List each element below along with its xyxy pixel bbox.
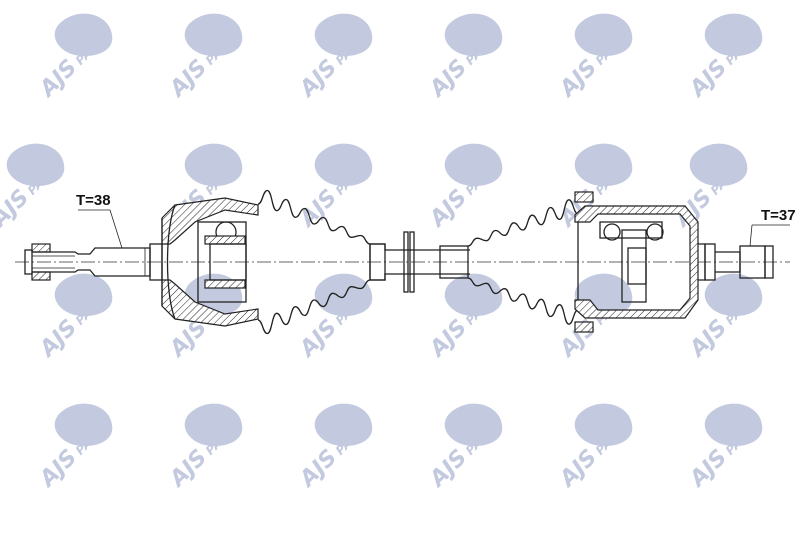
- ajs-parts-watermark: AJSPARTS: [164, 13, 245, 103]
- ajs-logo-mark: [704, 273, 763, 317]
- left-teeth-label: T=38: [76, 192, 111, 209]
- ajs-logo-mark: [444, 13, 503, 57]
- ajs-parts-watermark: AJSPARTS: [294, 403, 375, 493]
- ajs-logo-mark: [314, 403, 373, 447]
- ajs-parts-watermark: AJSPARTS: [34, 403, 115, 493]
- inner-tripod-joint: [574, 191, 699, 333]
- ajs-parts-watermark: AJSPARTS: [34, 13, 115, 103]
- ajs-logo-mark: [689, 143, 748, 187]
- ajs-parts-watermark: AJSPARTS: [684, 403, 765, 493]
- ajs-parts-watermark: AJSPARTS: [424, 403, 505, 493]
- ajs-logo-mark: [574, 403, 633, 447]
- ajs-logo-mark: [314, 13, 373, 57]
- ajs-parts-watermark: AJSPARTS: [554, 13, 635, 103]
- outer-stub-axle: [24, 243, 163, 281]
- ajs-parts-watermark: AJSPARTS: [424, 13, 505, 103]
- outer-cv-joint: [161, 197, 259, 327]
- ajs-parts-watermark: AJSPARTS: [424, 143, 505, 233]
- ajs-logo-mark: [184, 403, 243, 447]
- ajs-logo-mark: [6, 143, 65, 187]
- drive-shaft: T=38 T=37: [15, 189, 796, 335]
- ajs-logo-mark: [54, 403, 113, 447]
- ajs-logo-mark: [444, 143, 503, 187]
- ajs-parts-watermark: AJSPARTS: [294, 143, 375, 233]
- ajs-parts-watermark: AJSPARTS: [164, 403, 245, 493]
- ajs-parts-watermark: AJSPARTS: [0, 143, 67, 233]
- ajs-parts-watermark: AJSPARTS: [34, 273, 115, 363]
- ajs-parts-watermark: AJSPARTS: [164, 143, 245, 233]
- inner-stub-axle: [698, 243, 774, 281]
- right-teeth-label: T=37: [761, 207, 796, 224]
- ajs-logo-mark: [184, 143, 243, 187]
- ajs-parts-watermark: AJSPARTS: [294, 273, 375, 363]
- shaft-bar: [369, 231, 470, 293]
- ajs-logo-mark: [704, 13, 763, 57]
- leader-line-right: [749, 224, 790, 247]
- ajs-logo-mark: [704, 403, 763, 447]
- ajs-parts-watermark: AJSPARTS: [684, 13, 765, 103]
- ajs-parts-watermark: AJSPARTS: [294, 13, 375, 103]
- ajs-logo-mark: [54, 13, 113, 57]
- ajs-parts-watermark: AJSPARTS: [424, 273, 505, 363]
- ajs-logo-mark: [54, 273, 113, 317]
- ajs-logo-mark: [574, 143, 633, 187]
- ajs-parts-watermark: AJSPARTS: [669, 143, 750, 233]
- inner-boot: [467, 199, 579, 325]
- ajs-logo-mark: [444, 403, 503, 447]
- ajs-logo-mark: [184, 13, 243, 57]
- ajs-logo-mark: [574, 13, 633, 57]
- ajs-logo-mark: [314, 143, 373, 187]
- ajs-parts-watermark: AJSPARTS: [554, 403, 635, 493]
- ajs-logo-mark: [314, 273, 373, 317]
- leader-line-left: [78, 209, 123, 249]
